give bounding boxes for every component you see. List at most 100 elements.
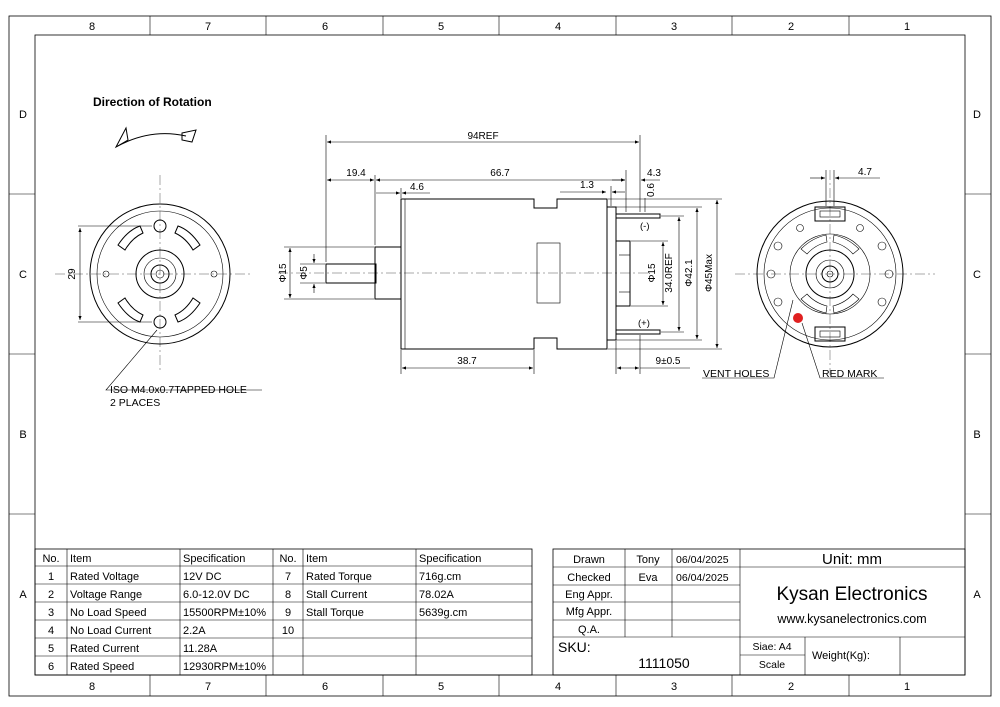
spec-cell-no2: 7 <box>285 571 291 583</box>
side-vent <box>536 242 561 304</box>
front-mount-hole-top <box>153 219 167 233</box>
dim-66-7: 66.7 <box>490 168 510 179</box>
col-label-bottom-5: 5 <box>438 681 444 693</box>
hole-note-line1: ISO M4.0x0.7TAPPED HOLE <box>110 384 247 396</box>
spec-cell-item: Rated Voltage <box>70 571 139 583</box>
spec-cell-no: 4 <box>48 625 54 637</box>
rear-boss <box>615 240 631 307</box>
rotation-title: Direction of Rotation <box>93 95 212 109</box>
spec-cell-no: 3 <box>48 607 54 619</box>
row-label-left-b: B <box>19 429 26 441</box>
side-view: (-) (+) 94REF 19.4 66.7 4.3 4.6 1.3 0.6 <box>278 131 722 374</box>
front-slot <box>174 297 201 323</box>
dim-4-6: 4.6 <box>410 182 424 193</box>
dim-94ref: 94REF <box>467 131 498 142</box>
front-slot <box>174 225 201 251</box>
dim-29: 29 <box>67 268 78 280</box>
col-label-top-7: 7 <box>205 21 211 33</box>
col-label-bottom-4: 4 <box>555 681 561 693</box>
spec-cell-item: Voltage Range <box>70 589 142 601</box>
rotation-arrowhead-icon <box>114 126 129 149</box>
spec-cell-no: 6 <box>48 661 54 673</box>
shaft <box>325 263 377 284</box>
spec-header-spec: Specification <box>183 553 245 565</box>
spec-cell-spec: 6.0-12.0V DC <box>183 589 250 601</box>
col-label-bottom-1: 1 <box>904 681 910 693</box>
sku-label: SKU: <box>558 639 591 655</box>
rotation-indicator: Direction of Rotation <box>93 95 212 149</box>
vent-hole <box>877 297 887 307</box>
row-label-left-c: C <box>19 269 27 281</box>
company-name: Kysan Electronics <box>776 584 927 605</box>
spec-cell-item2: Stall Torque <box>306 607 364 619</box>
dim-19-4: 19.4 <box>346 168 366 179</box>
spec-header-item: Item <box>70 553 91 565</box>
motor-can <box>400 198 608 350</box>
sku-value: 1111050 <box>638 655 690 671</box>
front-slot <box>117 297 144 323</box>
col-label-top-3: 3 <box>671 21 677 33</box>
spec-cell-no2: 8 <box>285 589 291 601</box>
checked-label: Checked <box>567 572 610 584</box>
spec-cell-item2: Stall Current <box>306 589 367 601</box>
front-mount-hole-bottom <box>153 315 167 329</box>
col-label-top-2: 2 <box>788 21 794 33</box>
spec-header-no2: No. <box>279 553 296 565</box>
col-label-bottom-7: 7 <box>205 681 211 693</box>
dim-4-3: 4.3 <box>647 168 661 179</box>
spec-cell-spec: 15500RPM±10% <box>183 607 266 619</box>
dim-38-7: 38.7 <box>457 356 477 367</box>
dim-phi15-left: Φ15 <box>278 263 289 283</box>
col-label-top-6: 6 <box>322 21 328 33</box>
col-label-bottom-8: 8 <box>89 681 95 693</box>
terminal-plus-label: (+) <box>638 318 650 329</box>
vent-hole <box>773 297 783 307</box>
dim-phi5: Φ5 <box>299 266 310 280</box>
terminal-negative <box>615 213 661 219</box>
row-label-left-a: A <box>19 589 27 601</box>
row-label-right-a: A <box>973 589 981 601</box>
red-mark-dot <box>793 313 803 323</box>
rear-view: 4.7 VENT HOLES RED MARK <box>702 167 935 380</box>
dim-9: 9±0.5 <box>656 356 681 367</box>
terminal-positive <box>615 329 661 335</box>
spec-cell-no: 5 <box>48 643 54 655</box>
row-label-right-d: D <box>973 109 981 121</box>
spec-cell-spec: 2.2A <box>183 625 206 637</box>
spec-cell-no: 2 <box>48 589 54 601</box>
spec-cell-item2: Rated Torque <box>306 571 372 583</box>
mfg-appr-label: Mfg Appr. <box>566 606 612 618</box>
spec-cell-spec2: 78.02A <box>419 589 455 601</box>
spec-cell-item: No Load Current <box>70 625 151 637</box>
spec-cell-spec2: 716g.cm <box>419 571 461 583</box>
rotation-tail-icon <box>181 129 197 143</box>
dim-0-6: 0.6 <box>646 183 657 197</box>
weight-label: Weight(Kg): <box>812 650 870 662</box>
drawn-date: 06/04/2025 <box>676 554 729 566</box>
vent-hole <box>877 241 887 251</box>
spec-header-no: No. <box>42 553 59 565</box>
spec-cell-spec2: 5639g.cm <box>419 607 467 619</box>
dim-4-7: 4.7 <box>858 167 872 178</box>
sheet-size: Siae: A4 <box>752 641 791 653</box>
col-label-bottom-2: 2 <box>788 681 794 693</box>
col-label-top-4: 4 <box>555 21 561 33</box>
spec-cell-spec: 11.28A <box>183 643 218 655</box>
spec-header-spec2: Specification <box>419 553 481 565</box>
vent-leader <box>702 299 794 379</box>
red-mark-label: RED MARK <box>822 368 877 380</box>
rear-housing-outline <box>756 200 904 348</box>
dim-phi45-max: Φ45Max <box>704 254 715 292</box>
front-view: 29 ISO M4.0x0.7TAPPED HOLE 2 PLACES <box>55 175 262 409</box>
spec-cell-no2: 9 <box>285 607 291 619</box>
spec-cell-spec: 12930RPM±10% <box>183 661 266 673</box>
scale-label: Scale <box>759 659 785 671</box>
spec-header-item2: Item <box>306 553 327 565</box>
vent-hole <box>766 269 776 279</box>
row-label-left-d: D <box>19 109 27 121</box>
eng-appr-label: Eng Appr. <box>565 589 613 601</box>
spec-cell-spec: 12V DC <box>183 571 222 583</box>
checked-date: 06/04/2025 <box>676 572 729 584</box>
vent-hole <box>884 269 894 279</box>
